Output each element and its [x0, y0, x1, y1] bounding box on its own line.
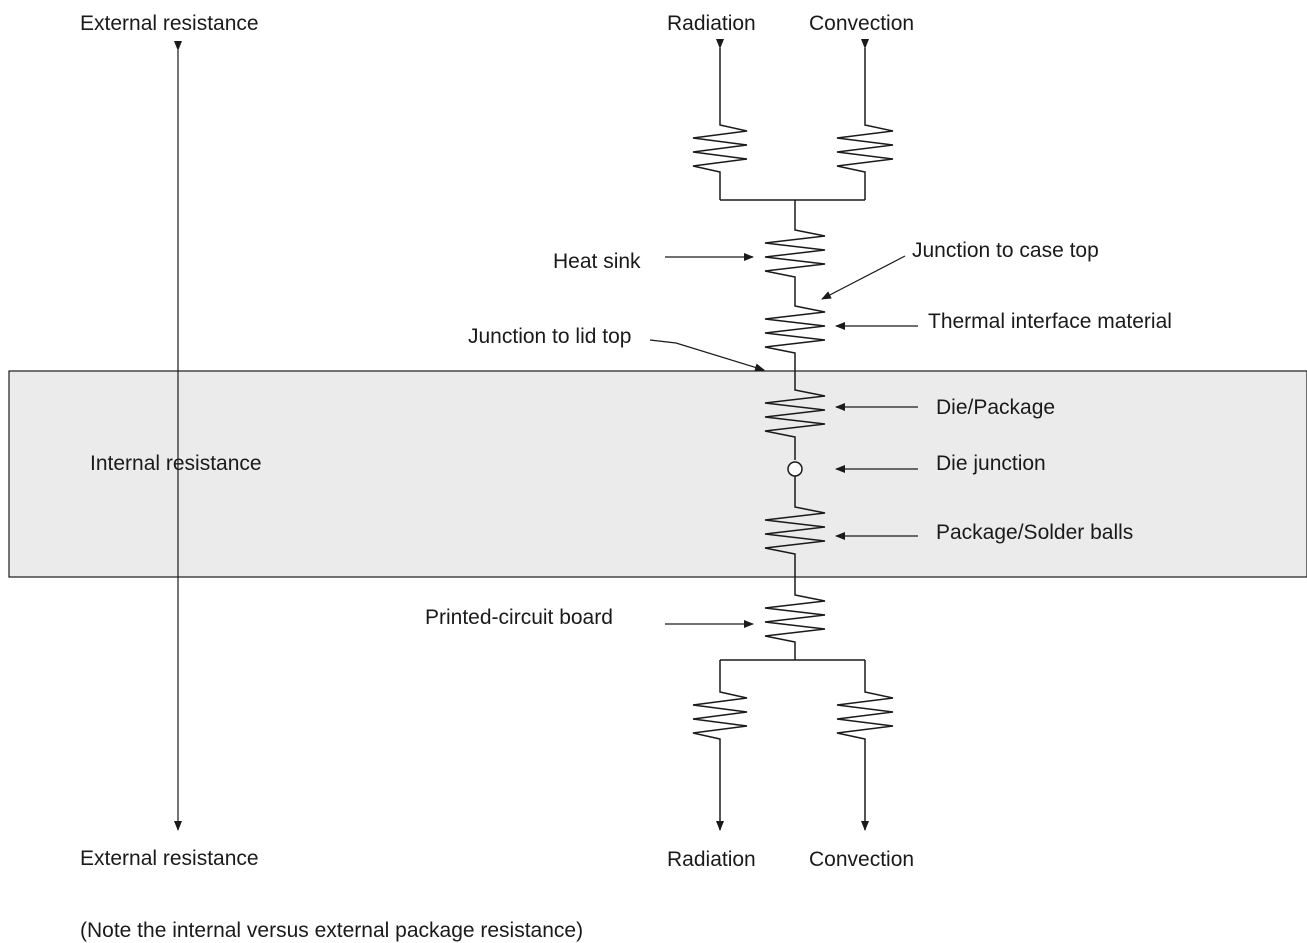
thermal-interface-label: Thermal interface material — [928, 310, 1172, 333]
junction-case-top-label: Junction to case top — [912, 239, 1099, 262]
external-resistance-bottom-label: External resistance — [80, 847, 259, 870]
junction-lid-top-pointer — [649, 339, 765, 372]
resistor-convection-top — [836, 120, 894, 200]
die-package-label: Die/Package — [936, 396, 1055, 419]
convection-top-label: Convection — [809, 12, 914, 35]
radiation-top-label: Radiation — [667, 12, 756, 35]
pointer-arrows — [649, 253, 918, 628]
pcb-label: Printed-circuit board — [425, 606, 613, 629]
resistor-heat-sink — [764, 226, 826, 298]
external-resistance-top-label: External resistance — [80, 12, 259, 35]
resistor-thermal-interface — [764, 298, 826, 386]
note-caption: (Note the internal versus external packa… — [80, 919, 583, 942]
resistor-convection-bottom — [836, 660, 894, 744]
radiation-bottom-label: Radiation — [667, 848, 756, 871]
internal-region — [8, 370, 1307, 578]
die-junction-label: Die junction — [936, 452, 1046, 475]
main-chain — [720, 200, 865, 661]
convection-bottom-label: Convection — [809, 848, 914, 871]
resistor-radiation-top — [692, 120, 748, 200]
die-junction-node — [787, 461, 803, 477]
resistor-radiation-bottom — [692, 660, 748, 744]
resistor-die-package — [764, 386, 826, 460]
junction-lid-top-label: Junction to lid top — [468, 325, 631, 348]
bottom-branches — [692, 660, 894, 831]
resistor-package-solder — [764, 476, 826, 590]
package-solder-label: Package/Solder balls — [936, 521, 1133, 544]
junction-case-top-pointer — [821, 255, 906, 300]
internal-resistance-label: Internal resistance — [90, 452, 262, 475]
heat-sink-label: Heat sink — [553, 250, 641, 273]
resistor-pcb — [764, 590, 826, 660]
top-branches — [692, 39, 894, 201]
